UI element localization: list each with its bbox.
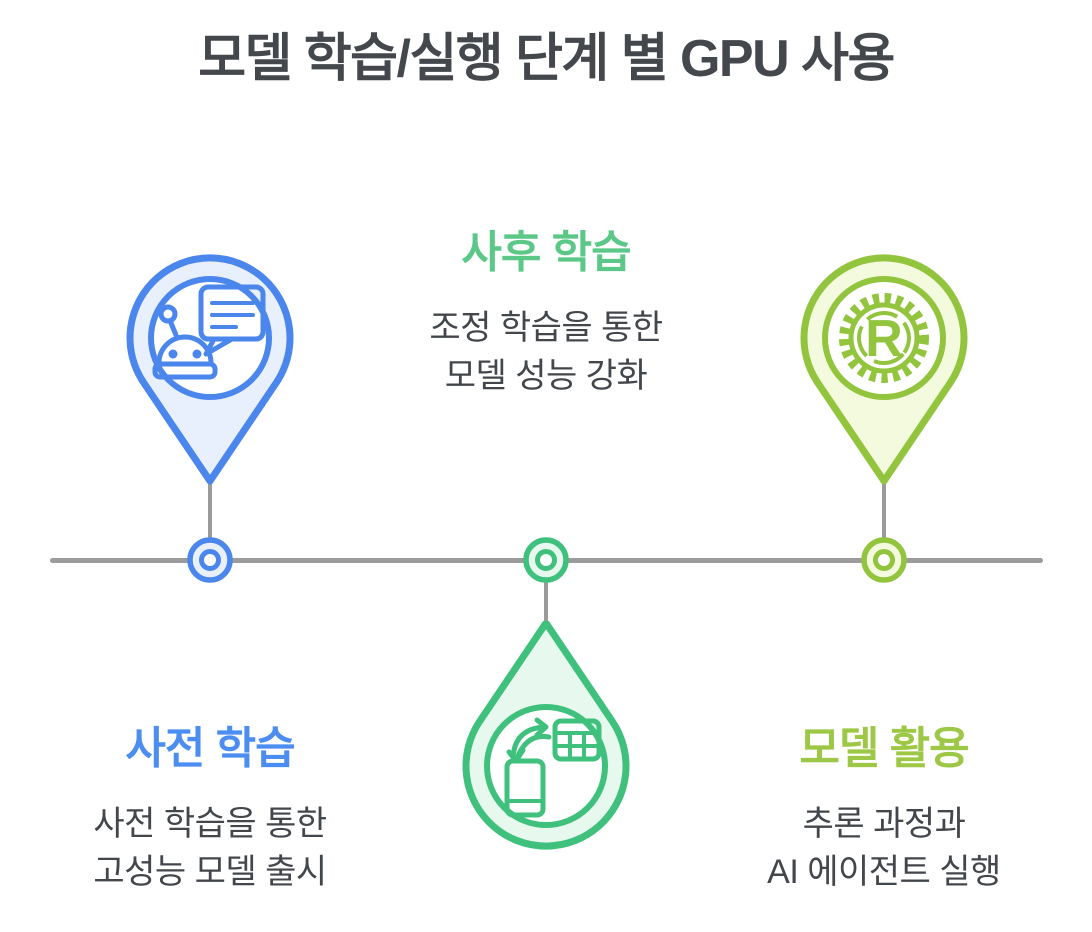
stage-description-line: 고성능 모델 출시 bbox=[93, 853, 327, 892]
stage-description-line: AI 에이전트 실행 bbox=[767, 853, 1001, 892]
stage-description-line: 사전 학습을 통한 bbox=[93, 805, 327, 843]
stage-description-pre-training: 사전 학습을 통한 고성능 모델 출시 bbox=[10, 800, 410, 897]
stage-label-model-use: 모델 활용 bbox=[799, 724, 969, 773]
stage-description-post-training: 조정 학습을 통한 모델 성능 강화 bbox=[346, 304, 746, 401]
stage-description-line: 추론 과정과 bbox=[802, 805, 966, 843]
timeline-marker-post-training bbox=[523, 537, 569, 583]
timeline-marker-pre-training bbox=[187, 537, 233, 583]
connector-model-use bbox=[882, 470, 886, 562]
stage-label-post-training: 사후 학습 bbox=[461, 228, 631, 277]
rust-gear-icon: R bbox=[839, 293, 929, 383]
stage-block-pre-training: 사전 학습 사전 학습을 통한 고성능 모델 출시 bbox=[10, 712, 410, 897]
connector-pre-training bbox=[208, 470, 212, 562]
chatbot-robot-icon bbox=[152, 284, 266, 380]
connector-post-training bbox=[544, 560, 548, 628]
device-sync-icon bbox=[504, 717, 602, 818]
stage-label-pre-training: 사전 학습 bbox=[125, 724, 295, 773]
pin-post-training bbox=[462, 621, 630, 850]
stage-description-line: 모델 성능 강화 bbox=[444, 357, 648, 396]
pin-model-use: R bbox=[800, 254, 968, 485]
stage-block-post-training: 사후 학습 조정 학습을 통한 모델 성능 강화 bbox=[346, 216, 746, 401]
svg-text:R: R bbox=[865, 310, 903, 368]
pin-pre-training bbox=[126, 254, 294, 485]
timeline-marker-model-use bbox=[861, 537, 907, 583]
page-title: 모델 학습/실행 단계 별 GPU 사용 bbox=[198, 30, 895, 88]
stage-description-model-use: 추론 과정과 AI 에이전트 실행 bbox=[684, 800, 1084, 897]
stage-block-model-use: 모델 활용 추론 과정과 AI 에이전트 실행 bbox=[684, 712, 1084, 897]
stage-description-line: 조정 학습을 통한 bbox=[429, 309, 663, 347]
